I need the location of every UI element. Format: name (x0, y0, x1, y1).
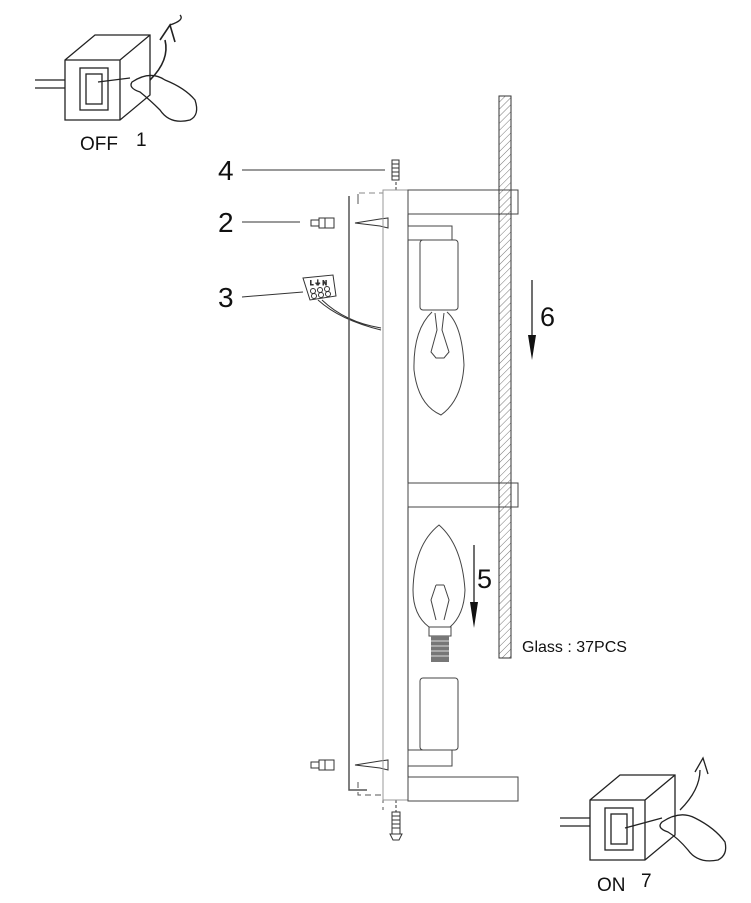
step-1-number: 1 (136, 130, 147, 151)
terminal-letters: L ⏚ N (310, 280, 327, 287)
wall-anchor-bottom-icon (310, 759, 389, 771)
arrow-down-6-icon (528, 280, 536, 360)
leader-line-3 (241, 291, 304, 298)
step-7-number: 7 (641, 871, 652, 892)
switch-on-icon (560, 756, 727, 862)
step-2-number: 2 (218, 207, 234, 238)
step-5-number: 5 (477, 564, 492, 594)
bulb-top-icon (413, 311, 465, 416)
glass-note: Glass : 37PCS (522, 639, 627, 656)
arrow-down-5-icon (470, 545, 478, 628)
arm-bottom (407, 776, 519, 802)
bulb-bottom-icon (412, 524, 466, 637)
canopy-plate (348, 189, 409, 810)
lamp-holder-top (407, 225, 459, 311)
screw-top-icon (391, 159, 400, 192)
step-3-number: 3 (218, 282, 234, 313)
wall-anchor-top-icon (310, 217, 389, 229)
off-label: OFF (80, 134, 118, 155)
screw-bottom-icon (389, 800, 403, 841)
arm-middle (407, 482, 519, 508)
lamp-holder-bottom (407, 677, 459, 767)
switch-off-icon (35, 14, 198, 122)
glass-panel (498, 95, 512, 659)
arm-top (407, 189, 519, 215)
step-6-number: 6 (540, 302, 555, 332)
bulb-base-icon (431, 636, 449, 662)
terminal-block-icon: L ⏚ N (302, 274, 382, 331)
step-4-number: 4 (218, 155, 234, 186)
on-label: ON (597, 875, 626, 896)
